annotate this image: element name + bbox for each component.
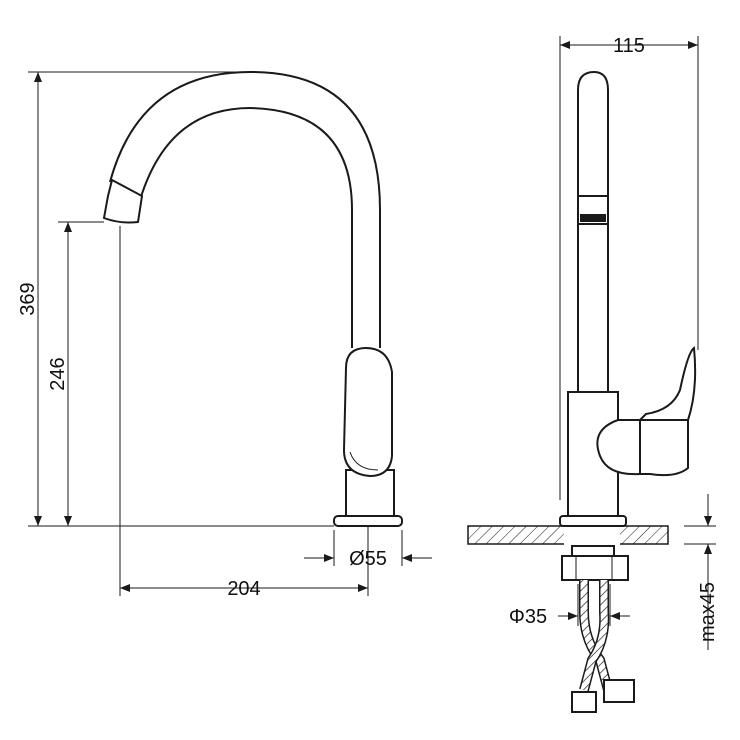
dim-base-diameter: Ø55 [349,548,387,570]
side-view: 115 Φ35 max45 [467,35,719,713]
mounting-nut [561,555,629,581]
fitting-left [571,691,597,713]
dim-height-total: 369 [17,282,39,315]
front-view: 369 246 204 Ø55 [17,70,432,600]
dim-thread-diameter: Φ35 [509,606,547,628]
fitting-right [603,679,635,703]
aerator [102,178,144,224]
dim-side-width: 115 [613,35,645,57]
spout [109,70,381,348]
base-plate [333,515,403,527]
handle-edge [349,451,379,471]
faucet-body [345,469,395,517]
side-handle [637,346,697,477]
lever-handle [342,346,393,478]
dim-height-spout: 246 [47,357,69,390]
side-spout [577,70,609,393]
dim-reach: 204 [227,578,260,600]
dim-max-thickness: max45 [697,582,719,642]
